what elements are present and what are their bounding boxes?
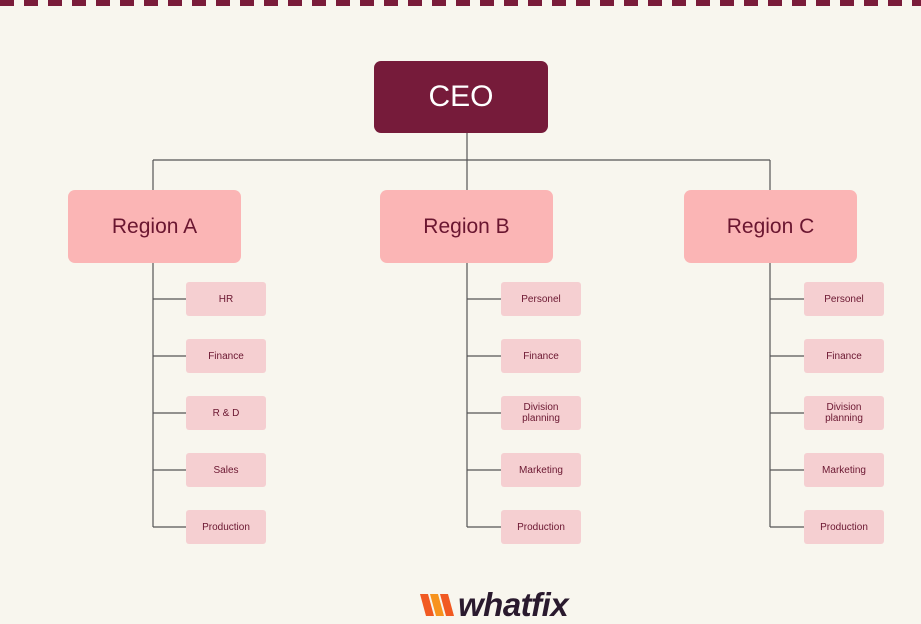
region-b-box: Region B [380, 190, 553, 263]
region-c-item-personel: Personel [804, 282, 884, 316]
item-label: Personel [824, 293, 864, 305]
region-a-item-finance: Finance [186, 339, 266, 373]
region-b-item-finance: Finance [501, 339, 581, 373]
region-a-item-sales: Sales [186, 453, 266, 487]
item-label: HR [218, 293, 234, 305]
item-label: Sales [213, 464, 239, 476]
item-label: Production [820, 521, 868, 533]
region-c-item-marketing: Marketing [804, 453, 884, 487]
whatfix-logo-text: whatfix [458, 585, 569, 623]
region-c-item-finance: Finance [804, 339, 884, 373]
region-c-box: Region C [684, 190, 857, 263]
region-a-item-hr: HR [186, 282, 266, 316]
region-c-item-production: Production [804, 510, 884, 544]
region-a-label: Region A [111, 214, 198, 238]
dashed-top-border [0, 0, 921, 6]
region-a-box: Region A [68, 190, 241, 263]
item-label: Personel [521, 293, 561, 305]
region-c-item-division-planning: Division planning [804, 396, 884, 430]
whatfix-logo: whatfix [420, 585, 569, 623]
item-label: Production [202, 521, 250, 533]
region-c-label: Region C [726, 214, 815, 238]
region-b-item-marketing: Marketing [501, 453, 581, 487]
ceo-label: CEO [428, 80, 494, 113]
item-label: Finance [523, 350, 559, 362]
item-label: R & D [212, 407, 240, 419]
region-b-item-production: Production [501, 510, 581, 544]
region-b-label: Region B [423, 214, 510, 238]
item-label: Division planning [522, 402, 560, 424]
whatfix-logo-icon [420, 593, 454, 616]
item-label: Marketing [519, 464, 563, 476]
item-label: Production [517, 521, 565, 533]
region-b-item-personel: Personel [501, 282, 581, 316]
item-label: Marketing [822, 464, 866, 476]
item-label: Division planning [825, 402, 863, 424]
region-b-item-division-planning: Division planning [501, 396, 581, 430]
ceo-box: CEO [374, 61, 548, 133]
region-a-item-rd: R & D [186, 396, 266, 430]
item-label: Finance [208, 350, 244, 362]
item-label: Finance [826, 350, 862, 362]
region-a-item-production: Production [186, 510, 266, 544]
